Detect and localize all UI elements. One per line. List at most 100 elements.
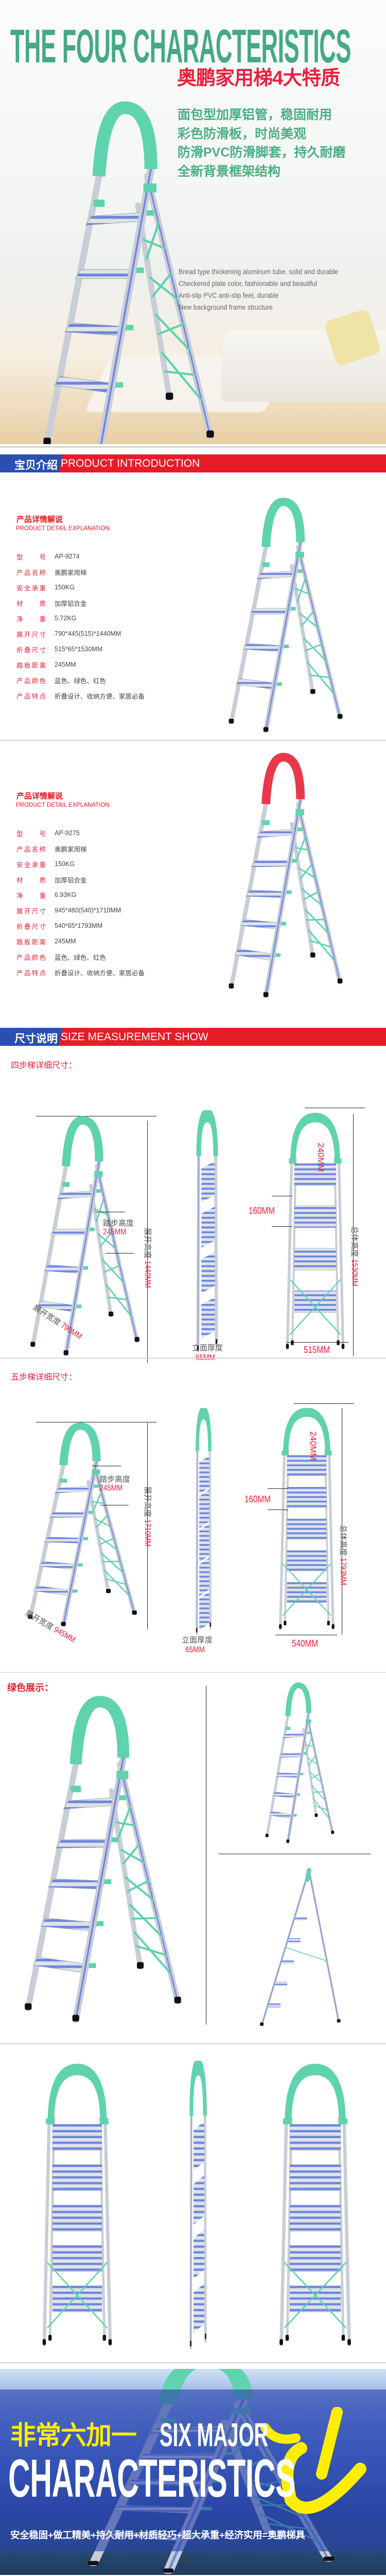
total-height-value: 1530MM (350, 1259, 359, 1287)
hinge-bracket (336, 1159, 342, 1164)
rail (291, 1157, 297, 1345)
green-display-heading: 绿色展示： (7, 1683, 54, 1693)
cross-brace (301, 888, 323, 907)
green-ladder-angle-image (265, 1682, 335, 1844)
spec-label: 踏板距离 (16, 662, 46, 669)
cross-brace (161, 351, 203, 401)
rail (342, 2115, 351, 2347)
hero-ladder-image (43, 101, 214, 444)
step-bracket (124, 325, 134, 331)
open-height-value: 1710MM (143, 1519, 152, 1547)
ladder-step (199, 1489, 209, 1529)
cross-brace (127, 1880, 150, 1892)
fold-width-value: 540MM (292, 1638, 319, 1649)
cross-brace (299, 613, 319, 629)
handle-grip (305, 1868, 311, 1882)
foot-cap (331, 1624, 335, 1629)
foot-cap (163, 2568, 174, 2573)
feature-cn-2: 彩色防滑板，时尚美观 (178, 127, 307, 141)
cross-brace (125, 1876, 154, 1901)
hinge-bracket (71, 1786, 81, 1792)
spec-label: 产品特点 (16, 969, 46, 977)
ladder-step (52, 2245, 102, 2272)
step-bracket (134, 267, 144, 273)
cross-brace (314, 1805, 328, 1811)
product-detail-title: 产品详情解说 (16, 515, 63, 524)
spec-label: 展开尺寸 (16, 631, 46, 638)
step-height-value: 245MM (99, 1484, 123, 1493)
step-bracket (95, 1189, 101, 1193)
spec-label: 产品特点 (16, 692, 46, 700)
spec-value: 150KG (55, 584, 75, 591)
cross-brace (290, 1279, 341, 1335)
handle-grip (285, 1682, 311, 1717)
ladder-step (289, 2205, 341, 2231)
foot-cap (134, 1337, 139, 1342)
foot-cap (132, 1611, 137, 1615)
hinge-bracket (295, 551, 304, 558)
rail (103, 2115, 112, 2347)
cross-brace (311, 1785, 326, 1802)
ladder-step (194, 2283, 204, 2333)
handle-grip (196, 1408, 212, 1452)
foot-cap (285, 2335, 289, 2341)
ladder-step (294, 1206, 337, 1228)
ladder-step (288, 1938, 301, 1942)
rail-stripe (308, 1869, 339, 2022)
handle-grip (62, 1116, 103, 1167)
hinge-bracket (306, 1719, 311, 1724)
step-bracket (95, 1921, 104, 1926)
cross-brace (101, 1259, 125, 1283)
cross-brace (284, 2262, 346, 2329)
step-height-label: 踏步高度 (99, 1475, 131, 1484)
foot-cap (341, 1344, 345, 1349)
feature-en-4: New background frame structure (179, 303, 273, 311)
cross-brace (294, 846, 310, 851)
cross-brace (309, 940, 333, 948)
step-bracket (296, 1793, 301, 1796)
hinge-bracket (60, 1479, 67, 1483)
foot-cap (48, 2335, 52, 2341)
foot-cap (284, 1621, 287, 1625)
ladder-step (199, 1523, 209, 1563)
step-bracket (293, 1814, 297, 1817)
foot-cap (209, 1622, 211, 1627)
dimension-line (353, 1114, 354, 1356)
cross-brace (106, 1284, 132, 1317)
step-bracket (145, 210, 154, 216)
feature-en-1: Bread type thickening aluminum tube, sol… (179, 267, 339, 276)
spec-value: 蓝色、绿色、红色 (55, 677, 107, 685)
cross-brace (305, 643, 323, 652)
cross-brace (96, 1514, 109, 1528)
front-rail-stripe (287, 1713, 309, 1843)
foot-cap (314, 1814, 318, 1817)
green-ladder-profile-image (260, 1868, 341, 2026)
feature-cn-3: 防滑PVC防滑脚套，持久耐磨 (178, 145, 346, 160)
spec-row: 材质加厚铝合金 (16, 598, 87, 608)
ladder-step (294, 1248, 337, 1270)
cross-brace (304, 909, 329, 935)
cross-brace (129, 1904, 163, 1938)
front-rail-stripe (265, 541, 301, 732)
spec-row: 材质加厚铝合金 (16, 874, 87, 885)
cross-brace (91, 1501, 106, 1504)
ladder-step (194, 2121, 204, 2171)
rear-leg (290, 564, 315, 694)
step-bracket (87, 1511, 94, 1514)
four-step-heading: 四步梯详细尺寸： (11, 1061, 77, 1070)
handle-grip (47, 2063, 107, 2125)
spec-label: 展开尺寸 (16, 907, 46, 915)
foot-cap (196, 1628, 198, 1633)
divider (0, 740, 386, 741)
cross-brace (307, 662, 335, 695)
step-bracket (75, 1304, 82, 1309)
spec-label: 型号 (16, 553, 46, 561)
foot-cap (331, 1831, 335, 1834)
cross-brace (107, 1296, 129, 1300)
spec-row: 产品特点折叠设计、收纳方便、家居必备 (16, 690, 145, 701)
foot-cap (327, 1621, 330, 1625)
